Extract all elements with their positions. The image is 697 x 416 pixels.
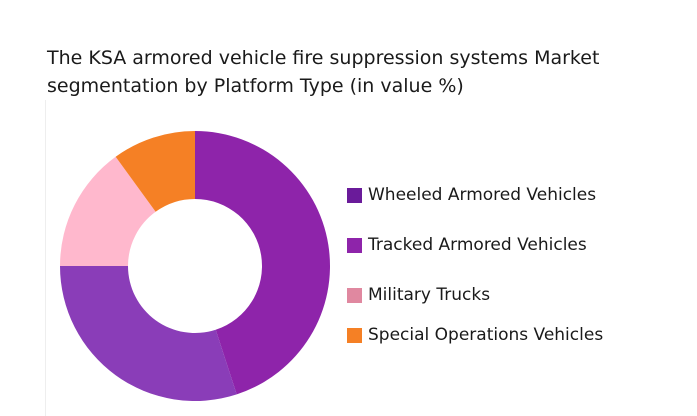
legend-label: Special Operations Vehicles [368, 325, 604, 345]
slice-wheeled-armored-vehicles [195, 131, 331, 395]
chart-title: The KSA armored vehicle fire suppression… [47, 47, 600, 97]
legend-swatch [347, 327, 362, 343]
divider [45, 100, 46, 416]
slice-military-trucks [60, 156, 156, 266]
legend-item: Tracked Armored Vehicles [347, 235, 587, 255]
legend-swatch [347, 187, 362, 203]
legend-item: Military Trucks [347, 285, 490, 305]
legend-swatch [347, 237, 362, 253]
legend-item: Wheeled Armored Vehicles [347, 185, 596, 205]
slice-special-operations-vehicles [115, 131, 195, 212]
legend-label: Tracked Armored Vehicles [368, 235, 587, 255]
legend-item: Special Operations Vehicles [347, 325, 603, 345]
legend-swatch [347, 287, 362, 303]
legend-label: Wheeled Armored Vehicles [368, 185, 597, 205]
legend-label: Military Trucks [368, 285, 491, 305]
slice-tracked-armored-vehicles [60, 266, 237, 402]
